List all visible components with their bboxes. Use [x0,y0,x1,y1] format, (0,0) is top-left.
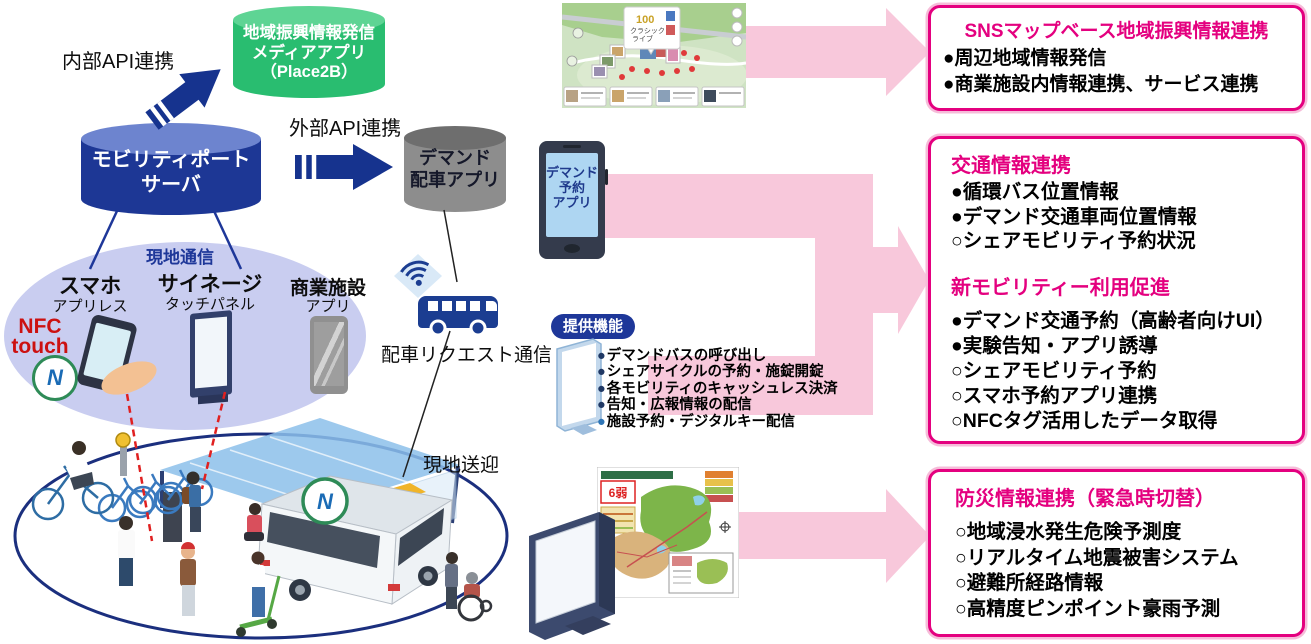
shelter-roof [160,418,460,515]
bullet-icon: ● [597,413,606,430]
bullet-icon: ● [597,364,606,381]
cyclist [31,441,115,521]
demand-dispatch-label: デマンド 配車アプリ [410,148,500,190]
bullet-icon: ● [597,380,606,397]
signage-subtitle: タッチパネル [164,296,255,313]
commercial-title: 商業施設 [289,278,366,299]
sns-map-app-image: 100 クラシック ライブ [562,3,746,108]
boarding-person [182,471,201,532]
disaster-box-title: 防災情報連携（緊急時切替） [955,488,1215,510]
signage-kiosk-icon [190,310,232,398]
bullet-icon: ● [597,348,606,364]
svg-text:100: 100 [636,14,654,26]
signage-title: サイネージ [157,273,263,296]
mobility-server-label: モビリティポート サーバ [91,149,251,196]
nfc-logo-icon: N [32,355,78,401]
hazard-map-image: 6弱 [597,467,739,598]
commercial-subtitle: アプリ [305,298,351,315]
bullet-icon: ● [597,397,606,414]
facility-app-phone-icon [310,316,348,394]
map-popup-card: 100 クラシック ライブ [623,6,681,55]
demand-app-screen: デマンド 予約 アプリ [546,153,598,237]
svg-text:N: N [317,489,334,514]
demand-app-phone: デマンド 予約 アプリ [539,141,608,259]
traffic-box-title: 交通情報連携 [951,155,1071,177]
bus-glyph [418,296,498,337]
bus-stop-scene-illustration: N [13,418,509,640]
mobility-server-cylinder [81,123,261,215]
sns-box-title: SNSマップベース地域振興情報連携 [964,21,1269,42]
nfc-mark-scene: N [301,477,349,525]
smartphone-subtitle: アプリレス [52,298,128,315]
disaster-info-box: 防災情報連携（緊急時切替） ○地域浸水発生危険予測度 ○リアルタイム地震被害シス… [928,469,1305,637]
mobility-box-title: 新モビリティー利用促進 [951,276,1170,299]
bench-sitter [244,503,264,541]
sns-info-box: SNSマップベース地域振興情報連携 ●周辺地域情報発信 ●商業施設内情報連携、サ… [928,5,1305,111]
scooter-rider [236,551,281,637]
demand-bus-wifi-icon [394,254,498,337]
media-app-cylinder-label: 地域振興情報発信 メディアアプリ （Place2B） [243,24,375,81]
nfc-touch-label: NFC touch [11,315,69,358]
external-api-label: 外部API連携 [289,118,402,140]
functions-kiosk-icon [556,338,602,435]
seismic-badge: 6弱 [600,480,636,504]
wheelchair-group [445,552,493,622]
internal-api-label: 内部API連携 [62,51,175,73]
svg-text:クラシック: クラシック [630,27,665,35]
traffic-info-box: 交通情報連携 ●循環バス位置情報 ●デマンド交通車両位置情報 ○シェアモビリティ… [928,136,1305,444]
svg-text:ライブ: ライブ [632,34,653,43]
disaster-signage-kiosk-icon [529,512,615,640]
smartphone-title: スマホ [58,275,122,298]
local-comm-label: 現地通信 [146,248,214,267]
svg-text:6弱: 6弱 [609,485,628,500]
media-app-cylinder [233,6,385,98]
demand-dispatch-cylinder [404,126,506,212]
onsite-pickup-label: 現地送迎 [423,455,500,476]
dispatch-request-label: 配車リクエスト通信 [381,345,553,366]
provided-functions-badge: 提供機能 [551,314,635,339]
provided-functions-list: ●デマンドバスの呼び出し ●シェアサイクルの予約・施錠開錠 ●各モビリティのキャ… [597,348,838,430]
red-cap-person [180,542,196,616]
